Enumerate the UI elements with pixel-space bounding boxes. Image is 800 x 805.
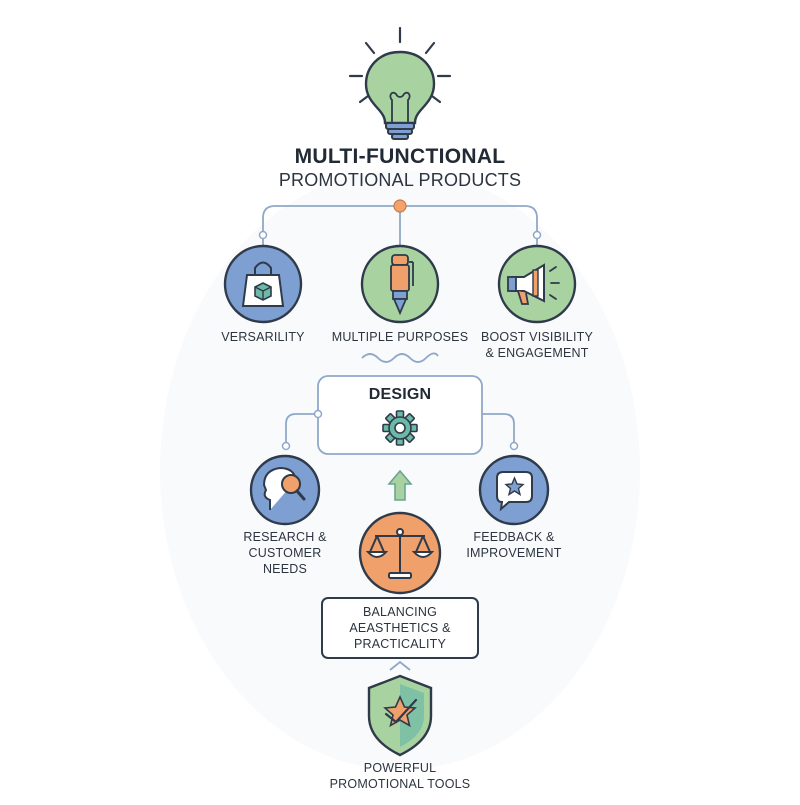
research-node xyxy=(249,454,321,526)
connector-dot xyxy=(532,230,542,240)
design-side-connectors xyxy=(285,413,515,446)
up-arrow-icon xyxy=(387,469,413,501)
multiple-purposes-node xyxy=(360,244,440,324)
balance-node xyxy=(358,511,442,595)
head-magnifier-icon xyxy=(262,466,306,510)
megaphone-icon xyxy=(507,263,560,305)
top-node-label-3: BOOST VISIBILITY & ENGAGEMENT xyxy=(480,330,594,360)
connector-accent-dot xyxy=(393,199,407,213)
feedback-node xyxy=(478,454,550,526)
top-node-label-1: VERSARILITY xyxy=(221,330,305,344)
versatility-node xyxy=(223,244,303,324)
shield-star-icon xyxy=(367,674,433,757)
gear-icon xyxy=(382,410,418,446)
diagram-title: MULTI-FUNCTIONAL xyxy=(294,145,506,168)
side-node-label-right: FEEDBACK & IMPROVEMENT xyxy=(466,530,562,560)
speech-star-icon xyxy=(496,471,533,512)
design-label: DESIGN xyxy=(368,386,432,403)
wave-divider xyxy=(361,352,439,363)
balance-label: BALANCING AEASTHETICS & PRACTICALITY xyxy=(349,605,451,651)
chevron-up-icon xyxy=(389,660,411,671)
balance-box xyxy=(321,597,479,659)
shopping-bag-icon xyxy=(241,261,285,307)
side-node-label-left: RESEARCH & CUSTOMER NEEDS xyxy=(243,530,327,576)
top-node-label-2: MULTIPLE PURPOSES xyxy=(331,330,469,344)
lightbulb-icon xyxy=(348,26,452,140)
pen-icon xyxy=(390,254,414,316)
scales-icon xyxy=(365,528,435,579)
result-label: POWERFUL PROMOTIONAL TOOLS xyxy=(329,761,471,791)
boost-visibility-node xyxy=(497,244,577,324)
diagram-subtitle: PROMOTIONAL PRODUCTS xyxy=(278,170,522,190)
connector-dot xyxy=(258,230,268,240)
